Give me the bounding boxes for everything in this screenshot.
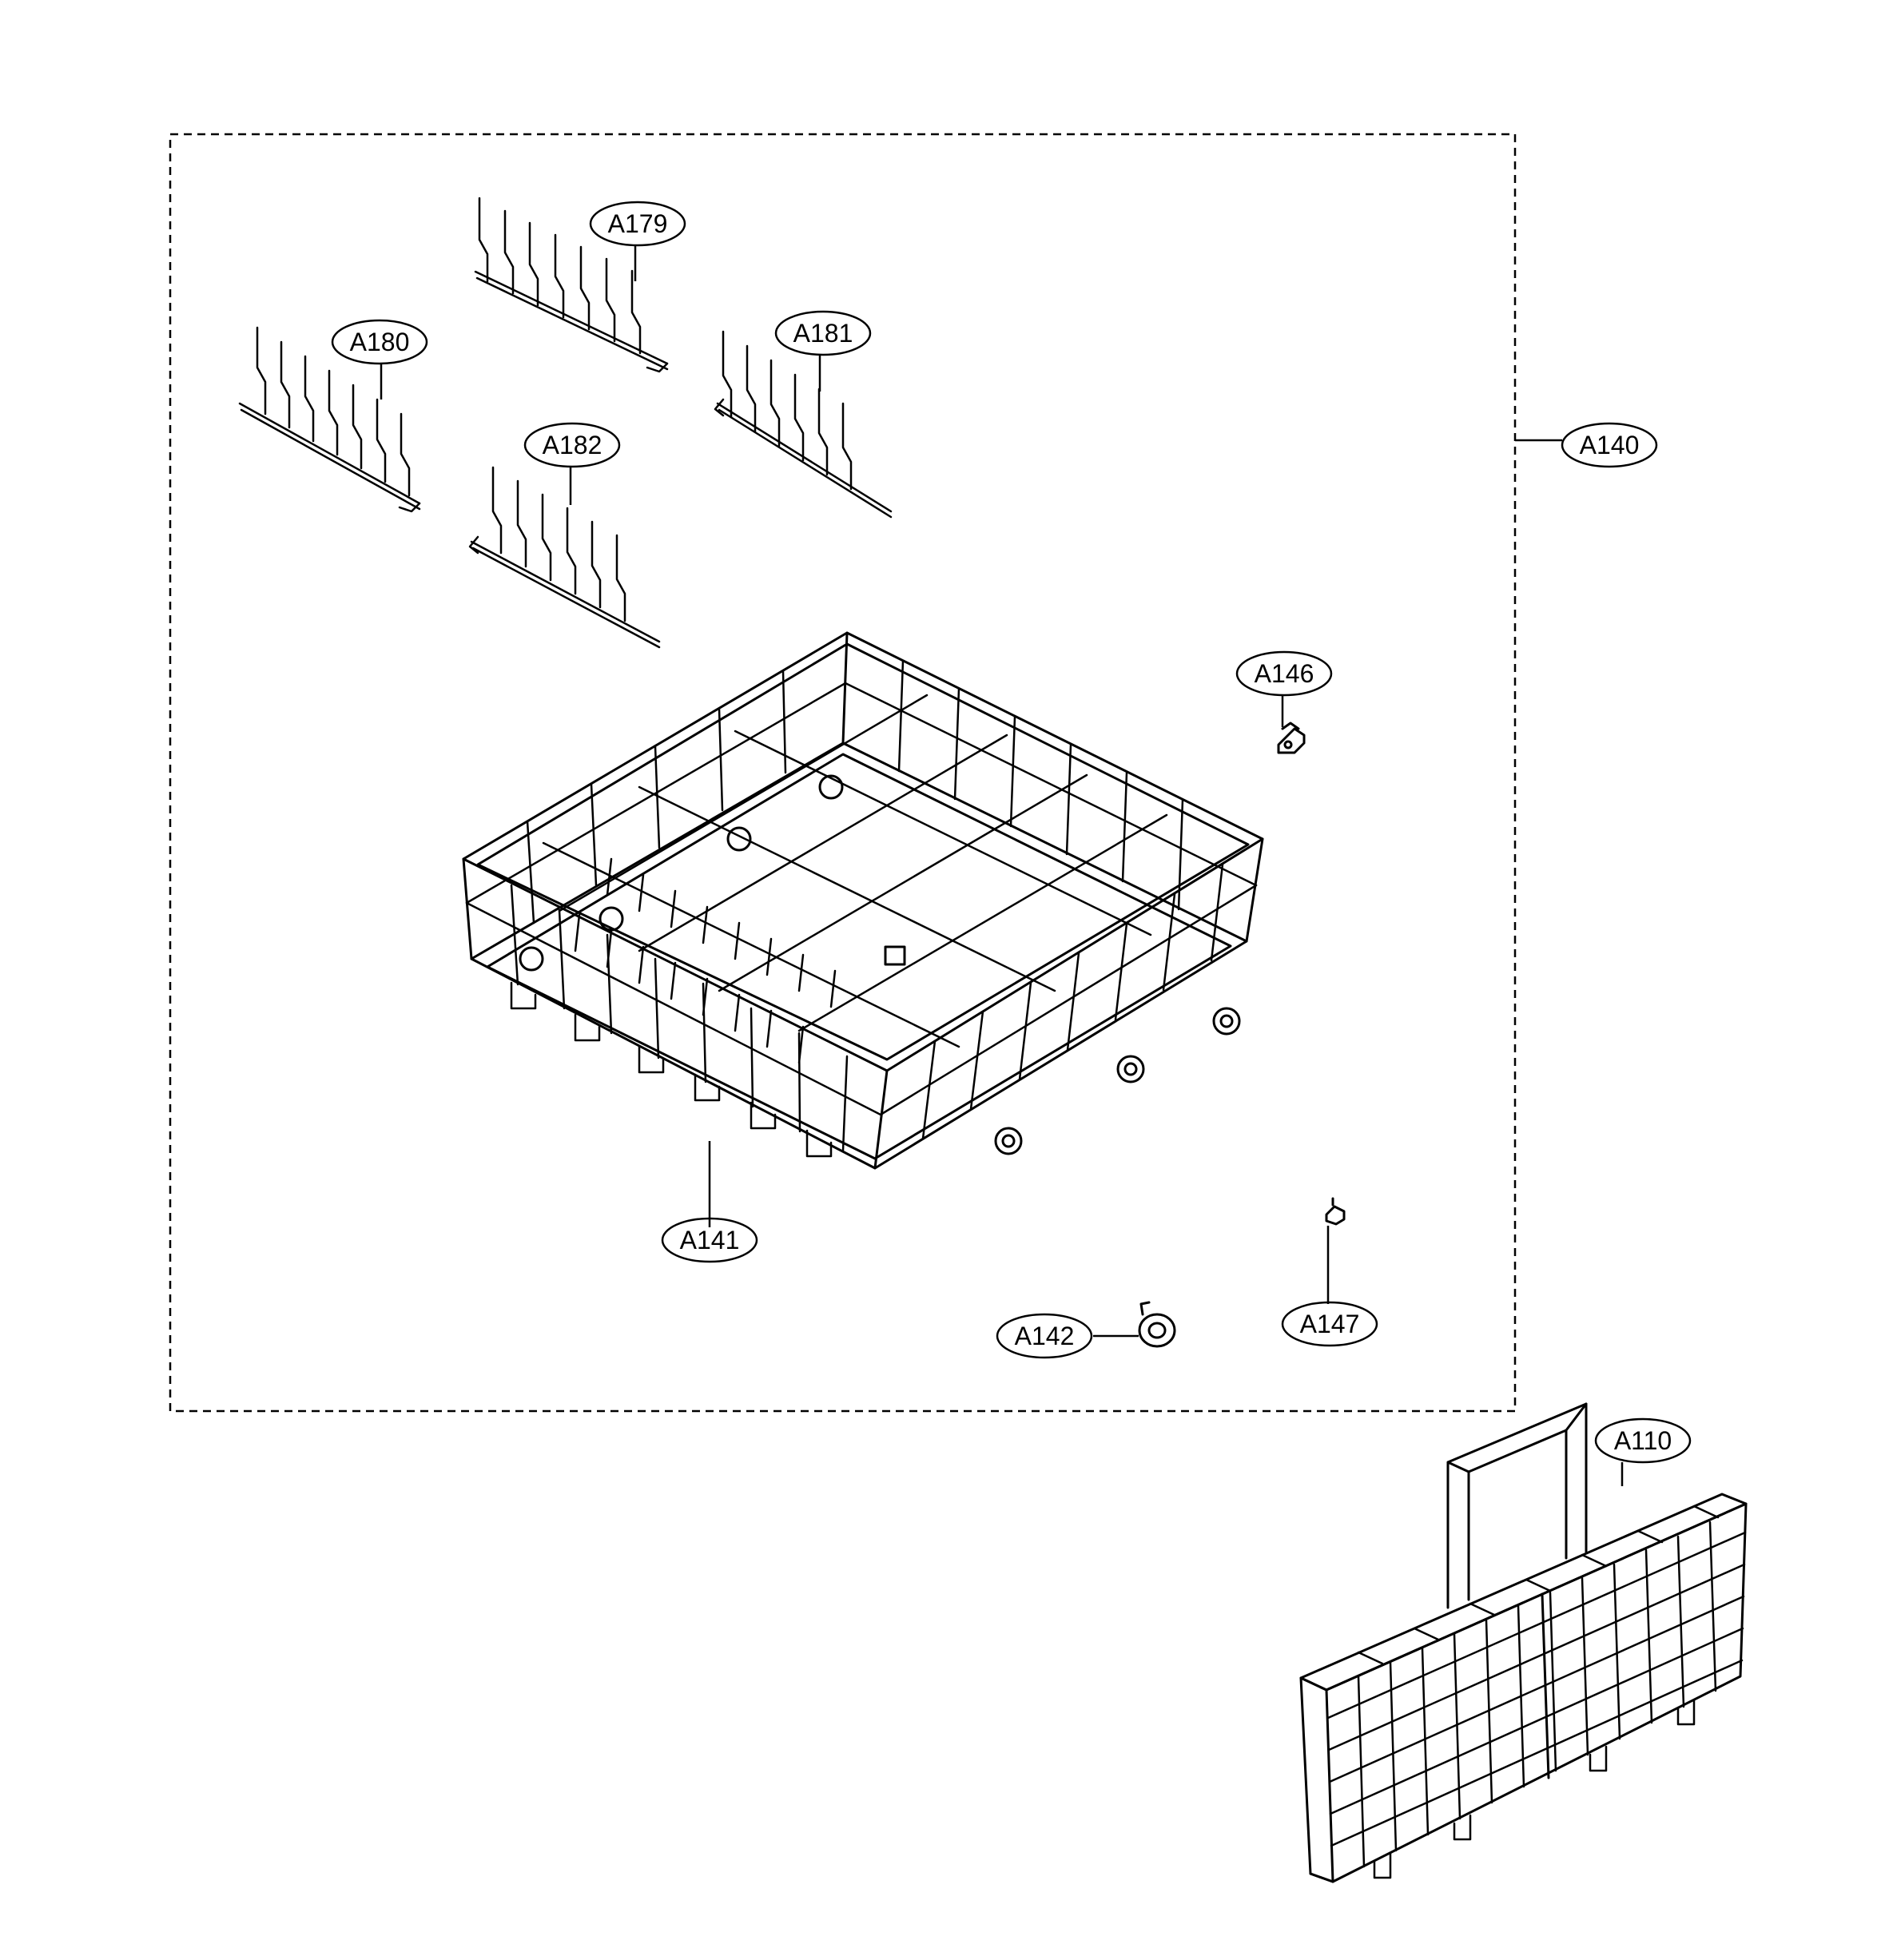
leader-lines	[380, 246, 1624, 1486]
assembly-group-boundary	[169, 133, 1517, 1413]
tine-row-a182-part	[468, 466, 661, 649]
callout-label-a181: A181	[793, 319, 853, 348]
callout-a141: A141	[661, 1217, 758, 1263]
callout-label-a140: A140	[1580, 431, 1640, 459]
callout-label-a146: A146	[1255, 659, 1314, 688]
callout-label-a182: A182	[543, 431, 602, 459]
callout-label-a180: A180	[350, 328, 410, 356]
lower-rack-a141-part	[462, 631, 1264, 1170]
callout-label-a142: A142	[1015, 1322, 1075, 1350]
callout-label-a141: A141	[680, 1226, 740, 1254]
callout-a180: A180	[331, 319, 428, 365]
tine-row-a179-part	[474, 197, 669, 373]
cutlery-basket-a110-part	[1299, 1402, 1748, 1883]
callout-a142: A142	[996, 1313, 1093, 1359]
clip-a146-part	[1277, 722, 1306, 754]
callout-a179: A179	[589, 201, 686, 247]
callout-a110: A110	[1594, 1417, 1692, 1464]
tine-row-a181-part	[714, 330, 893, 519]
callout-a146: A146	[1235, 650, 1333, 697]
callout-label-a147: A147	[1300, 1310, 1360, 1338]
callout-label-a110: A110	[1614, 1426, 1672, 1455]
callout-label-a179: A179	[608, 209, 668, 238]
callout-a147: A147	[1281, 1301, 1378, 1347]
tine-row-a180-part	[238, 326, 421, 513]
fastener-a147-part	[1325, 1197, 1346, 1226]
callout-a181: A181	[774, 310, 872, 356]
callout-a140: A140	[1561, 422, 1658, 468]
wheel-a142-part	[1138, 1301, 1176, 1348]
callout-a182: A182	[523, 422, 621, 468]
